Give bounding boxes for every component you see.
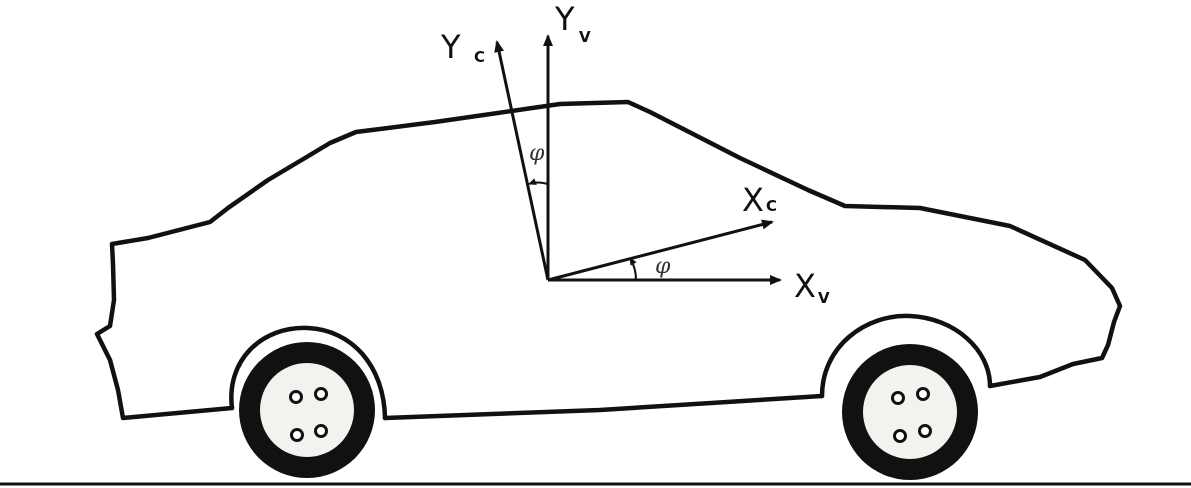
roll-angle-arc-top — [528, 178, 549, 185]
camera-x-axis — [547, 219, 774, 282]
front-wheel-arch — [819, 313, 993, 399]
front-wheel-hub — [863, 365, 957, 459]
roll-angle-label-bottom: φ — [655, 254, 671, 279]
roll-angle-label-top: φ — [529, 141, 545, 166]
rear-wheel-arch — [229, 325, 388, 421]
car-sill-line — [382, 393, 825, 421]
rear-wheel-hub — [260, 363, 354, 457]
car-body-outline — [94, 99, 1123, 421]
front-wheel — [842, 344, 978, 480]
camera-y-axis — [494, 40, 550, 281]
rear-wheel — [239, 342, 375, 478]
roll-angle-arc-bottom — [629, 257, 637, 281]
